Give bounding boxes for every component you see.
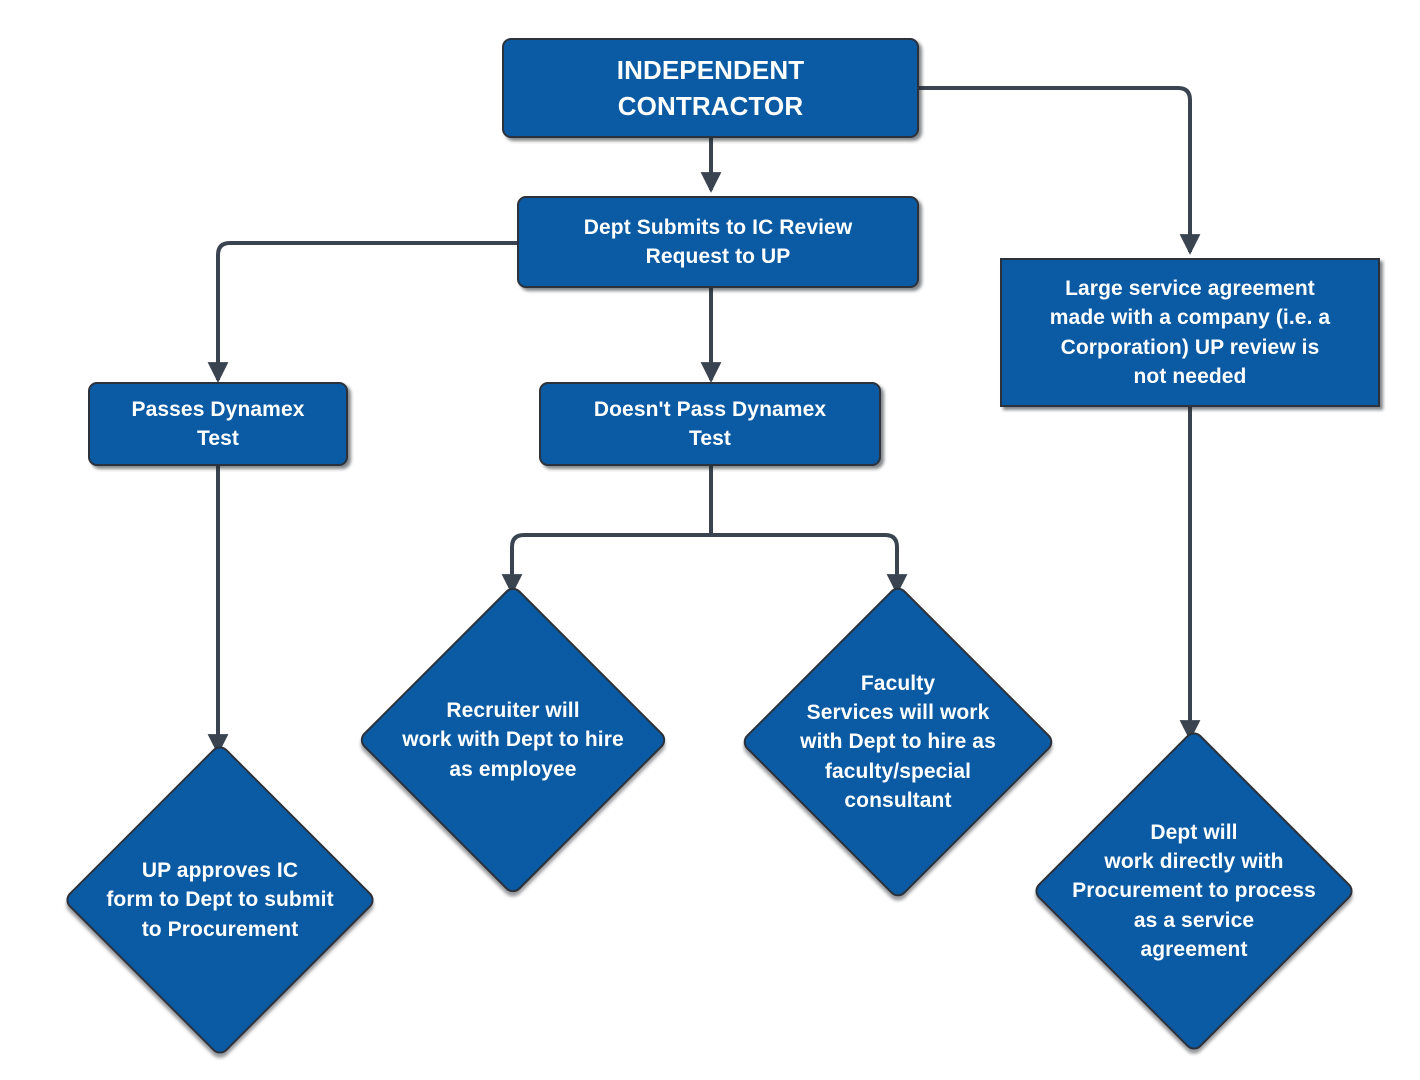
- edge-doesnt-pass-to-recruiter: [501, 533, 711, 595]
- node-up-approves-ic-form[interactable]: UP approves IC form to Dept to submit to…: [44, 742, 396, 1058]
- node-large-service-agreement[interactable]: Large service agreement made with a comp…: [1000, 258, 1380, 407]
- node-passes-dynamex-label: Passes Dynamex Test: [131, 397, 305, 450]
- node-faculty-services-hire-label: Faculty Services will work with Dept to …: [800, 671, 996, 813]
- edge-ic-to-large-service-agreement: [919, 86, 1201, 255]
- node-recruiter-hire-employee-label: Recruiter will work with Dept to hire as…: [402, 698, 624, 781]
- node-dept-works-procurement-label: Dept will work directly with Procurement…: [1072, 820, 1316, 962]
- node-independent-contractor[interactable]: INDEPENDENT CONTRACTOR: [502, 38, 919, 138]
- node-doesnt-pass-dynamex[interactable]: Doesn't Pass Dynamex Test: [539, 382, 881, 466]
- node-passes-dynamex[interactable]: Passes Dynamex Test: [88, 382, 348, 466]
- node-large-service-agreement-label: Large service agreement made with a comp…: [1049, 276, 1331, 388]
- node-doesnt-pass-dynamex-label: Doesn't Pass Dynamex Test: [593, 397, 827, 450]
- node-dept-submits-label: Dept Submits to IC Review Request to UP: [583, 215, 853, 268]
- edge-dept-submits-to-passes-dynamex: [207, 241, 517, 383]
- node-recruiter-hire-employee[interactable]: Recruiter will work with Dept to hire as…: [338, 583, 688, 897]
- node-independent-contractor-label: INDEPENDENT CONTRACTOR: [616, 54, 805, 121]
- node-faculty-services-hire[interactable]: Faculty Services will work with Dept to …: [722, 583, 1074, 901]
- node-dept-submits[interactable]: Dept Submits to IC Review Request to UP: [517, 196, 919, 288]
- edge-doesnt-pass-to-faculty-services: [711, 533, 908, 595]
- node-up-approves-ic-form-label: UP approves IC form to Dept to submit to…: [106, 858, 334, 941]
- node-dept-works-procurement[interactable]: Dept will work directly with Procurement…: [1014, 728, 1374, 1054]
